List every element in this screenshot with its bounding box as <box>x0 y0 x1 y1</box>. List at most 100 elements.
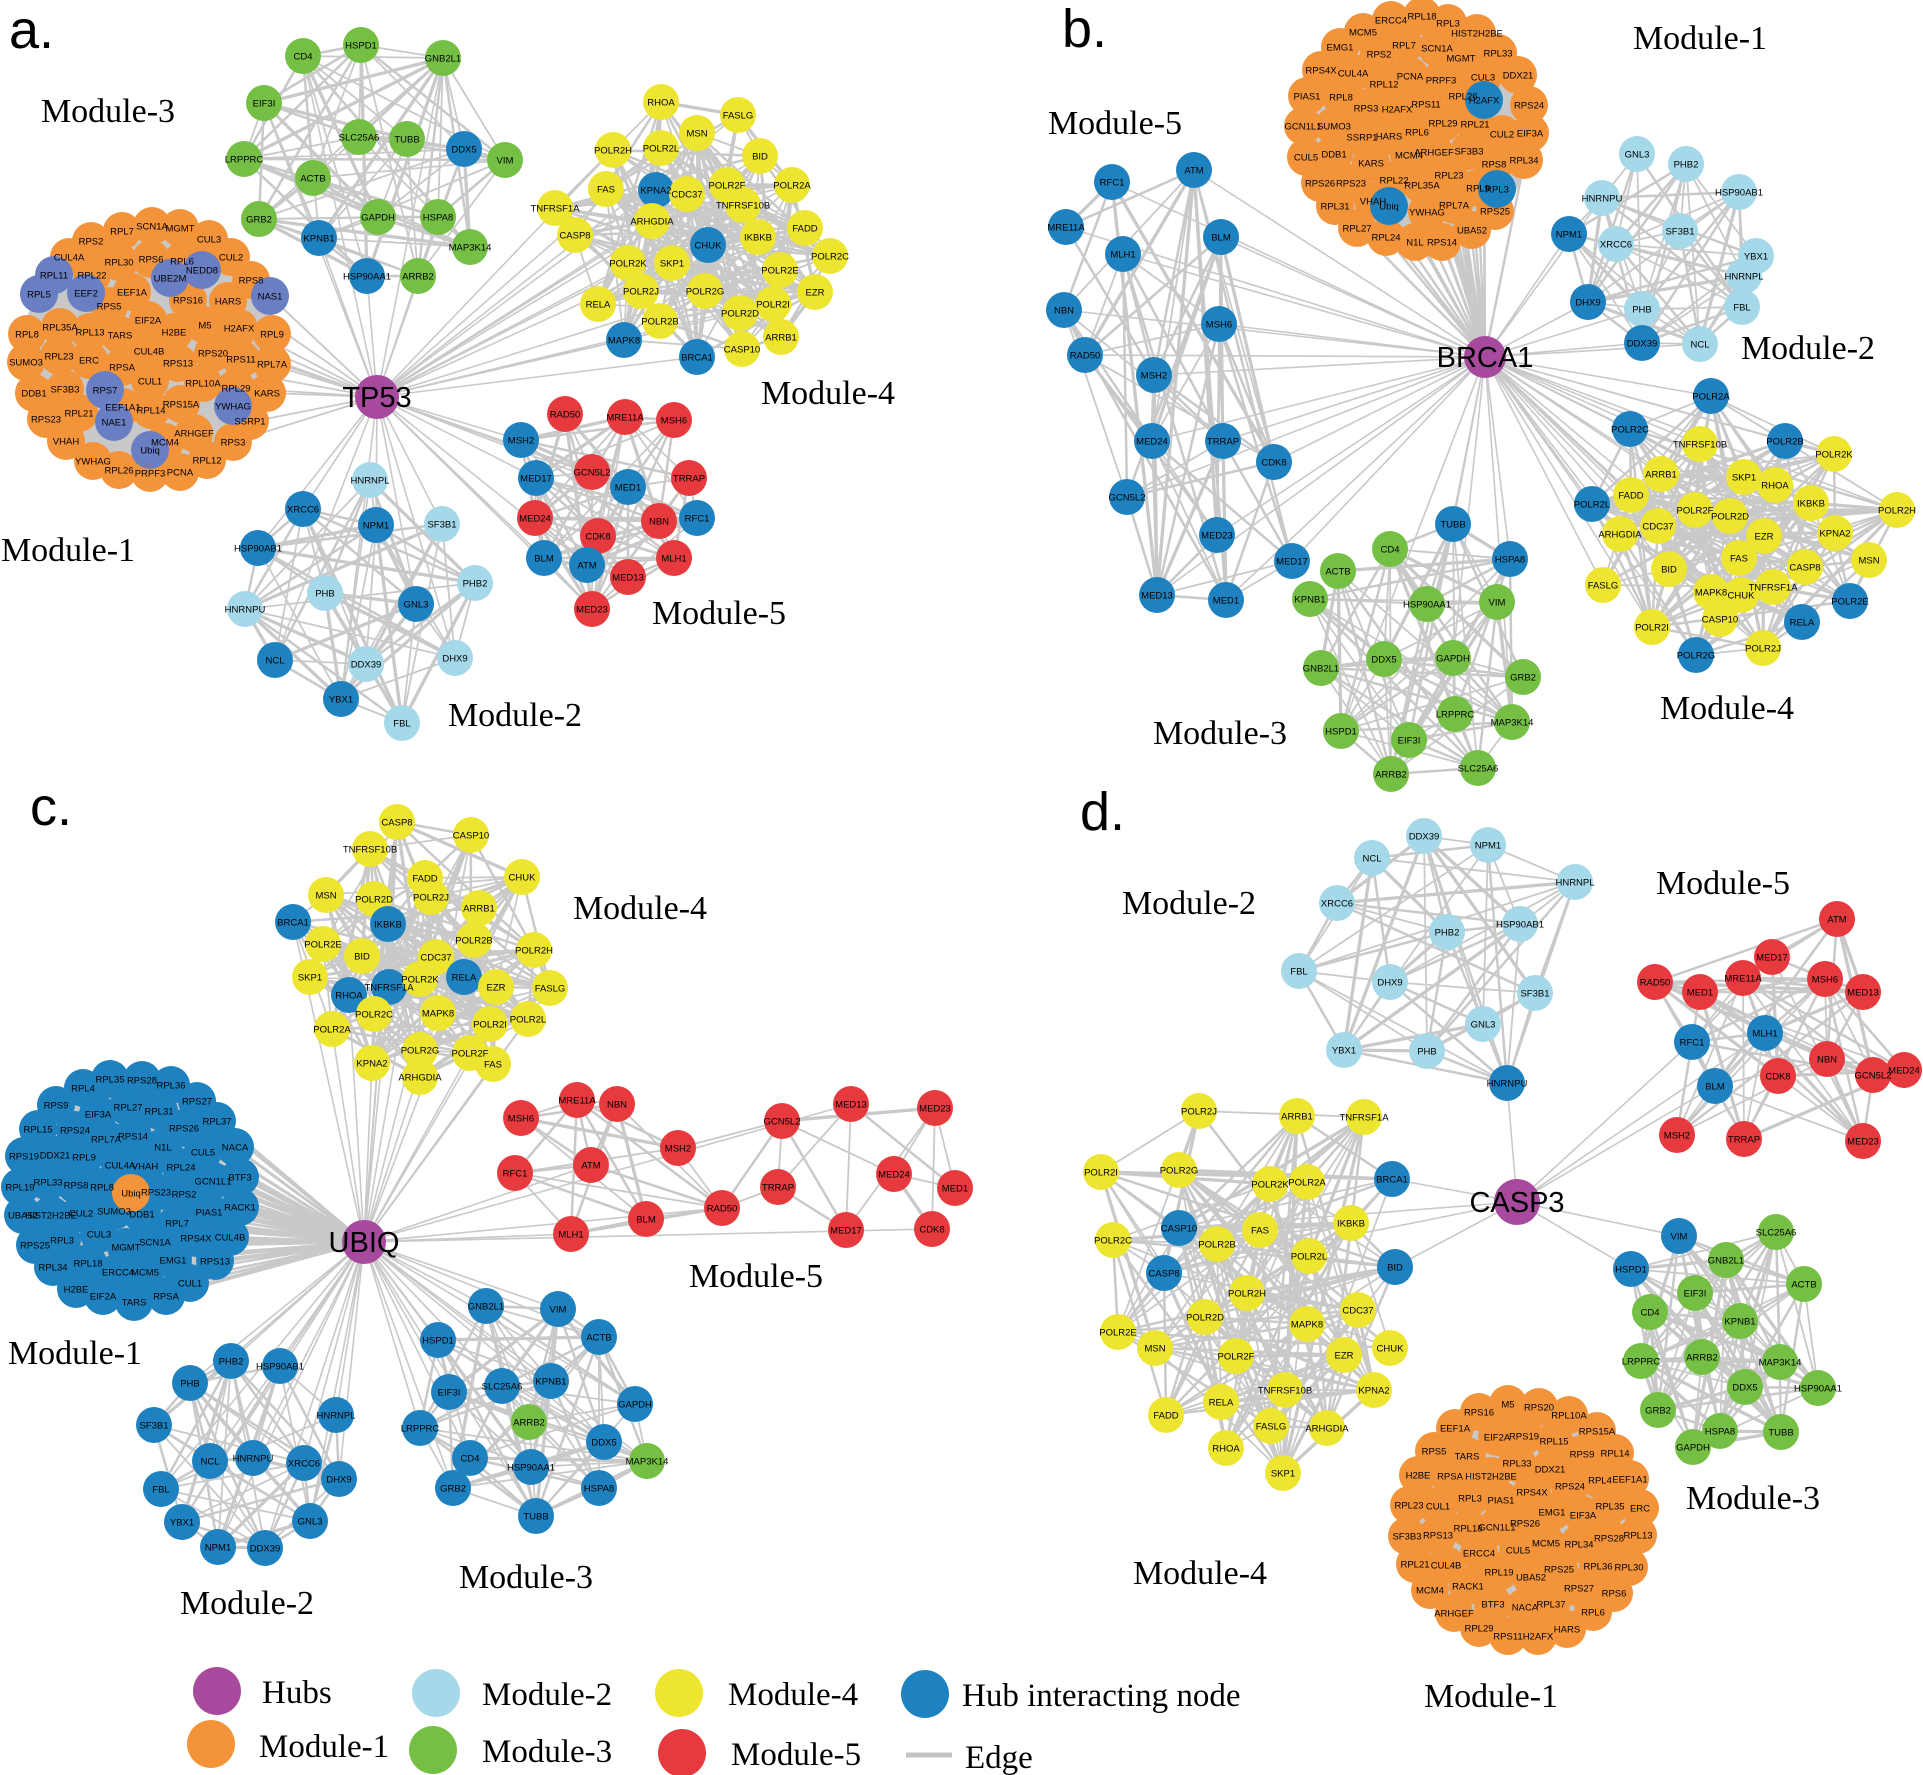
svg-text:MAP3K14: MAP3K14 <box>449 242 492 253</box>
svg-text:RPS26: RPS26 <box>1305 178 1335 189</box>
svg-text:MED23: MED23 <box>1847 1136 1879 1147</box>
svg-text:RPSA: RPSA <box>153 1291 180 1302</box>
svg-text:RPL34: RPL34 <box>1509 155 1538 166</box>
svg-text:RPS8: RPS8 <box>64 1180 89 1191</box>
svg-text:POLR2B: POLR2B <box>641 316 679 327</box>
svg-text:c.: c. <box>30 777 72 837</box>
svg-text:POLR2K: POLR2K <box>609 258 647 269</box>
svg-text:CUL4A: CUL4A <box>1338 68 1369 79</box>
svg-text:HSPA8: HSPA8 <box>423 212 453 223</box>
svg-text:HNRNPL: HNRNPL <box>316 1410 355 1421</box>
svg-text:RPS23: RPS23 <box>31 414 61 425</box>
svg-text:CASP8: CASP8 <box>381 817 412 828</box>
svg-text:RPL36: RPL36 <box>156 1080 185 1091</box>
svg-text:SUMO3: SUMO3 <box>1317 121 1351 132</box>
svg-text:CUL5: CUL5 <box>1506 1545 1530 1556</box>
svg-text:MED17: MED17 <box>830 1225 862 1236</box>
svg-text:RPL35A: RPL35A <box>1404 180 1440 191</box>
svg-text:MCM5: MCM5 <box>1349 27 1377 38</box>
svg-text:POLR2A: POLR2A <box>1288 1177 1326 1188</box>
svg-text:RPL7A: RPL7A <box>257 359 288 370</box>
svg-text:TUBB: TUBB <box>1768 1427 1793 1438</box>
svg-text:EIF3A: EIF3A <box>85 1109 112 1120</box>
svg-text:Module-3: Module-3 <box>1153 715 1287 752</box>
svg-text:TARS: TARS <box>122 1297 147 1308</box>
svg-text:EEF1A1: EEF1A1 <box>1612 1474 1647 1485</box>
svg-text:TNFRSF10B: TNFRSF10B <box>1258 1385 1312 1396</box>
svg-text:CUL4B: CUL4B <box>215 1232 246 1243</box>
svg-text:MCM4: MCM4 <box>1416 1585 1444 1596</box>
svg-text:RPL5: RPL5 <box>27 289 51 300</box>
svg-text:Ubiq: Ubiq <box>121 1188 141 1199</box>
svg-text:RPS25: RPS25 <box>1544 1564 1574 1575</box>
svg-text:EIF2A: EIF2A <box>90 1291 117 1302</box>
svg-text:HNRNPU: HNRNPU <box>225 604 266 615</box>
svg-text:BLM: BLM <box>1211 232 1231 243</box>
svg-text:HSPD1: HSPD1 <box>1615 1264 1647 1275</box>
svg-text:GNL3: GNL3 <box>298 1516 323 1527</box>
svg-text:POLR2J: POLR2J <box>1181 1106 1217 1117</box>
svg-text:POLR2E: POLR2E <box>761 265 799 276</box>
svg-text:SF3B1: SF3B1 <box>1665 226 1694 237</box>
svg-text:RPL3: RPL3 <box>1436 18 1460 29</box>
svg-text:DHX9: DHX9 <box>326 1474 351 1485</box>
svg-text:RPL18: RPL18 <box>1453 1523 1482 1534</box>
svg-text:RELA: RELA <box>1790 617 1815 628</box>
svg-text:RPL7A: RPL7A <box>1439 200 1470 211</box>
svg-text:RPS23: RPS23 <box>141 1187 171 1198</box>
svg-text:POLR2L: POLR2L <box>643 143 679 154</box>
svg-text:RFC1: RFC1 <box>503 1168 528 1179</box>
svg-text:DDX5: DDX5 <box>1732 1382 1757 1393</box>
svg-text:TNFRSF1A: TNFRSF1A <box>364 982 414 993</box>
svg-text:POLR2C: POLR2C <box>1094 1235 1132 1246</box>
svg-text:RPS23: RPS23 <box>1336 178 1366 189</box>
svg-text:EMG1: EMG1 <box>1539 1507 1566 1518</box>
svg-text:POLR2D: POLR2D <box>1186 1312 1224 1323</box>
svg-text:ARRB2: ARRB2 <box>1375 769 1407 780</box>
svg-text:DDX5: DDX5 <box>591 1437 616 1448</box>
svg-text:Module-4: Module-4 <box>1133 1555 1267 1592</box>
svg-text:RPL24: RPL24 <box>1371 232 1400 243</box>
svg-text:GAPDH: GAPDH <box>361 212 395 223</box>
svg-text:RPL23: RPL23 <box>1434 170 1463 181</box>
svg-text:GRB2: GRB2 <box>246 214 272 225</box>
svg-text:XRCC6: XRCC6 <box>288 1458 320 1469</box>
svg-text:XRCC6: XRCC6 <box>287 504 319 515</box>
svg-text:RPL33: RPL33 <box>1483 48 1512 59</box>
svg-text:RPS9: RPS9 <box>44 1100 69 1111</box>
svg-text:Module-2: Module-2 <box>1741 330 1875 367</box>
svg-text:b.: b. <box>1062 0 1107 59</box>
svg-text:POLR2J: POLR2J <box>1745 643 1781 654</box>
svg-text:RPL10A: RPL10A <box>1551 1410 1587 1421</box>
svg-text:HSPD1: HSPD1 <box>422 1335 454 1346</box>
svg-text:PCNA: PCNA <box>1397 71 1424 82</box>
svg-text:FASLG: FASLG <box>723 110 754 121</box>
svg-text:POLR2I: POLR2I <box>1635 622 1669 633</box>
svg-text:TNFRSF10B: TNFRSF10B <box>1673 439 1727 450</box>
svg-text:HSP90AB1: HSP90AB1 <box>256 1361 304 1372</box>
svg-text:BRCA1: BRCA1 <box>1437 342 1534 374</box>
svg-text:HSP90AA1: HSP90AA1 <box>507 1462 555 1473</box>
svg-text:POLR2B: POLR2B <box>1766 436 1804 447</box>
svg-text:RFC1: RFC1 <box>1100 177 1125 188</box>
svg-text:CUL5: CUL5 <box>191 1147 215 1158</box>
svg-text:BRCA1: BRCA1 <box>1376 1174 1408 1185</box>
svg-text:HSPA8: HSPA8 <box>584 1483 614 1494</box>
svg-text:POLR2H: POLR2H <box>515 945 553 956</box>
svg-text:BTF3: BTF3 <box>1481 1599 1504 1610</box>
svg-text:RPS27: RPS27 <box>1564 1583 1594 1594</box>
svg-text:CHUK: CHUK <box>1728 590 1756 601</box>
svg-text:POLR2L: POLR2L <box>1291 1251 1327 1262</box>
svg-text:RPL34: RPL34 <box>38 1262 67 1273</box>
svg-text:GCN5L2: GCN5L2 <box>1109 492 1146 503</box>
svg-text:MRE11A: MRE11A <box>606 412 644 423</box>
svg-text:CUL4A: CUL4A <box>54 252 85 263</box>
svg-text:TNFRSF1A: TNFRSF1A <box>530 203 580 214</box>
svg-text:RPS15A: RPS15A <box>1579 1426 1616 1437</box>
svg-text:HARS: HARS <box>1554 1624 1580 1635</box>
svg-text:CASP8: CASP8 <box>1148 1268 1179 1279</box>
svg-text:LRPPRC: LRPPRC <box>1436 709 1475 720</box>
svg-text:POLR2F: POLR2F <box>1677 505 1714 516</box>
svg-text:POLR2H: POLR2H <box>1878 505 1916 516</box>
svg-text:TUBB: TUBB <box>523 1511 548 1522</box>
